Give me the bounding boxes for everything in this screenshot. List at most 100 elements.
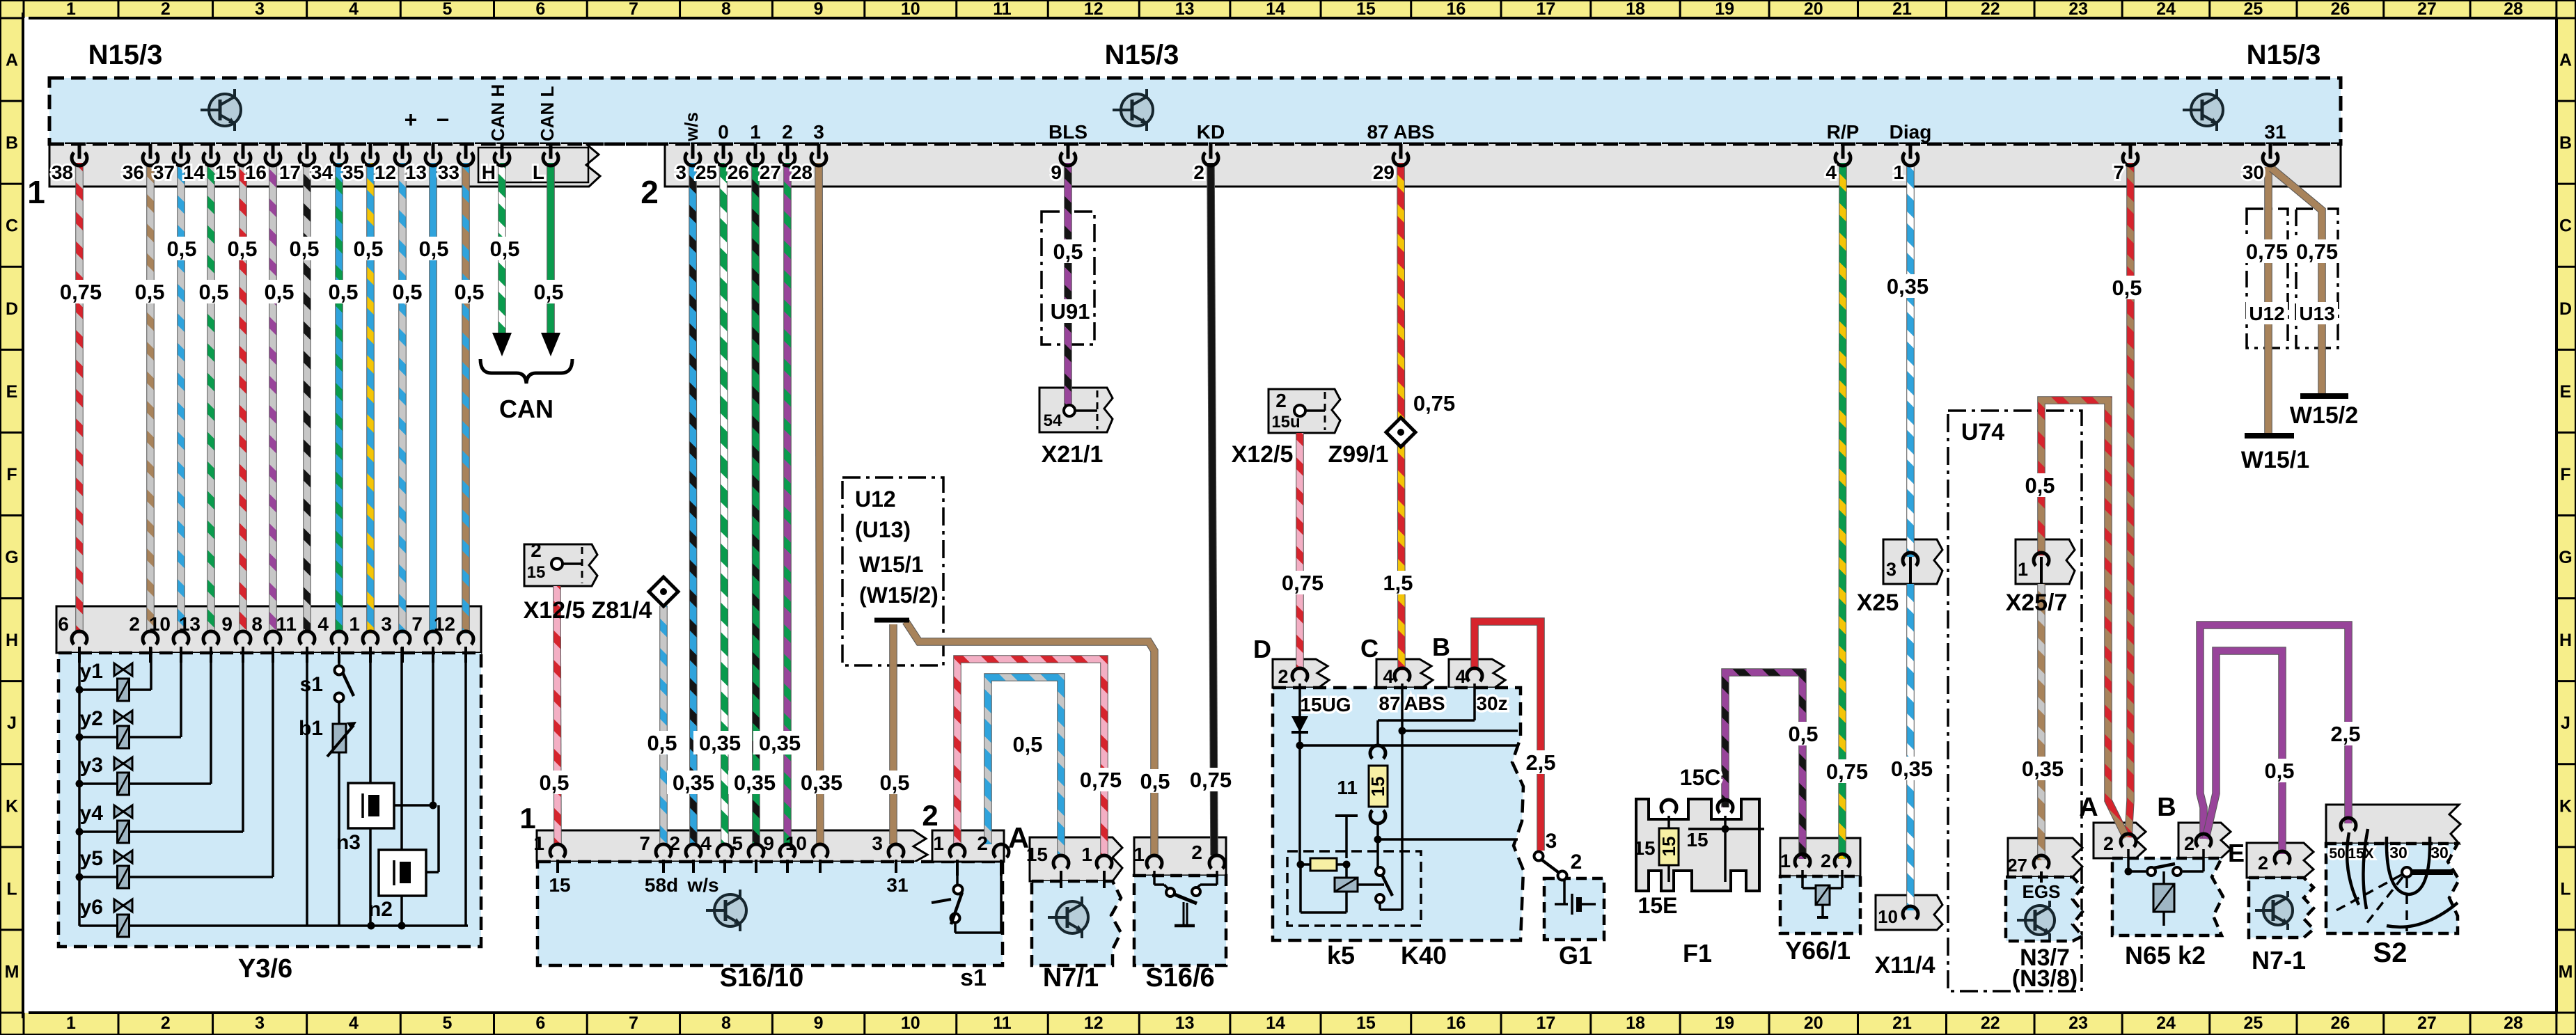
svg-text:M: M <box>2559 962 2573 981</box>
svg-text:3: 3 <box>255 0 265 19</box>
svg-text:F1: F1 <box>1683 939 1712 967</box>
svg-text:22: 22 <box>1981 0 2000 19</box>
svg-text:0,5: 0,5 <box>227 237 257 261</box>
svg-text:0,5: 0,5 <box>289 237 319 261</box>
svg-text:0,5: 0,5 <box>328 280 358 304</box>
svg-text:y5: y5 <box>80 847 103 870</box>
svg-text:31: 31 <box>2264 121 2286 143</box>
svg-text:E: E <box>6 382 18 402</box>
svg-text:0,35: 0,35 <box>759 731 801 755</box>
svg-text:10: 10 <box>1878 906 1898 927</box>
svg-text:J: J <box>7 713 17 733</box>
svg-text:0,75: 0,75 <box>1190 768 1232 792</box>
svg-text:17: 17 <box>279 161 301 183</box>
svg-text:B: B <box>2559 134 2572 153</box>
svg-text:7: 7 <box>629 1013 638 1033</box>
svg-text:24: 24 <box>2156 0 2176 19</box>
svg-text:19: 19 <box>1715 0 1734 19</box>
svg-text:8: 8 <box>721 1013 731 1033</box>
svg-text:4: 4 <box>317 613 329 635</box>
svg-text:H: H <box>482 161 496 183</box>
svg-text:4: 4 <box>349 0 359 19</box>
svg-text:0,5: 0,5 <box>647 731 677 755</box>
svg-text:15: 15 <box>1356 0 1376 19</box>
svg-text:13: 13 <box>179 613 201 635</box>
svg-text:S16/10: S16/10 <box>720 963 803 993</box>
svg-text:ABS: ABS <box>1404 693 1445 714</box>
svg-text:CAN: CAN <box>499 395 553 423</box>
svg-text:9: 9 <box>814 1013 824 1033</box>
svg-text:M: M <box>5 962 19 981</box>
svg-text:15E: 15E <box>1638 893 1678 918</box>
svg-text:2: 2 <box>1278 666 1288 687</box>
svg-text:0,75: 0,75 <box>1080 768 1122 792</box>
svg-text:5: 5 <box>732 832 743 854</box>
svg-text:6: 6 <box>58 613 69 635</box>
svg-text:X25: X25 <box>1857 590 1899 616</box>
svg-text:14: 14 <box>1266 1013 1285 1033</box>
svg-text:1: 1 <box>1133 844 1145 865</box>
svg-text:1: 1 <box>1893 161 1904 183</box>
svg-text:N15/3: N15/3 <box>2247 40 2321 70</box>
svg-text:0,75: 0,75 <box>1282 571 1324 595</box>
svg-text:N15/3: N15/3 <box>1105 40 1179 70</box>
svg-text:5: 5 <box>442 1013 452 1033</box>
svg-text:26: 26 <box>728 161 749 183</box>
svg-text:7: 7 <box>411 613 423 635</box>
svg-text:0,5: 0,5 <box>198 280 228 304</box>
svg-text:y1: y1 <box>80 660 103 683</box>
svg-text:18: 18 <box>1626 1013 1645 1033</box>
svg-text:0,5: 0,5 <box>1788 722 1818 746</box>
svg-text:28: 28 <box>791 161 812 183</box>
svg-text:2: 2 <box>2184 833 2194 854</box>
svg-text:25: 25 <box>2243 0 2263 19</box>
svg-text:2: 2 <box>782 121 793 143</box>
svg-text:1,5: 1,5 <box>1383 571 1413 595</box>
svg-text:14: 14 <box>1266 0 1285 19</box>
svg-text:0,5: 0,5 <box>539 771 569 795</box>
svg-text:23: 23 <box>2068 0 2088 19</box>
svg-text:0,75: 0,75 <box>2296 239 2338 264</box>
svg-text:17: 17 <box>1536 1013 1555 1033</box>
svg-text:2: 2 <box>1821 851 1831 871</box>
svg-text:0,35: 0,35 <box>2022 757 2064 781</box>
svg-text:w/s: w/s <box>686 874 718 896</box>
svg-text:X11/4: X11/4 <box>1875 952 1935 979</box>
svg-text:24: 24 <box>2156 1013 2176 1033</box>
svg-text:0,5: 0,5 <box>489 237 519 261</box>
svg-text:U12: U12 <box>855 487 896 512</box>
svg-text:E: E <box>2560 382 2572 402</box>
svg-text:15: 15 <box>549 874 570 896</box>
svg-text:28: 28 <box>2504 1013 2523 1033</box>
svg-text:54: 54 <box>1044 411 1062 430</box>
svg-text:15: 15 <box>1658 837 1679 857</box>
svg-text:b1: b1 <box>299 717 323 740</box>
svg-text:Z99/1: Z99/1 <box>1328 441 1389 468</box>
svg-text:17: 17 <box>1536 0 1555 19</box>
svg-text:F: F <box>2560 465 2570 484</box>
svg-text:H: H <box>2559 631 2572 650</box>
svg-text:30: 30 <box>2243 161 2264 183</box>
svg-text:5: 5 <box>442 0 452 19</box>
svg-text:15: 15 <box>1026 844 1048 865</box>
svg-text:4: 4 <box>700 832 712 854</box>
svg-text:0,5: 0,5 <box>2112 276 2142 300</box>
svg-text:13: 13 <box>405 161 427 183</box>
svg-text:G1: G1 <box>1559 941 1592 970</box>
svg-text:0,75: 0,75 <box>1413 391 1455 416</box>
svg-text:K40: K40 <box>1401 941 1447 970</box>
svg-text:N7-1: N7-1 <box>2252 946 2306 974</box>
svg-text:1: 1 <box>1081 844 1092 865</box>
svg-text:2: 2 <box>1275 390 1287 411</box>
svg-text:W15/1: W15/1 <box>859 552 923 577</box>
svg-text:0,75: 0,75 <box>60 280 102 304</box>
svg-text:0,5: 0,5 <box>533 280 563 304</box>
svg-text:0,5: 0,5 <box>1012 732 1042 757</box>
svg-text:0,5: 0,5 <box>1053 239 1083 264</box>
svg-text:KD: KD <box>1197 121 1225 143</box>
svg-text:X12/5: X12/5 <box>524 597 586 624</box>
svg-text:1: 1 <box>1780 851 1791 871</box>
svg-text:3: 3 <box>813 121 824 143</box>
svg-text:12: 12 <box>1084 0 1104 19</box>
svg-text:15X: 15X <box>2348 846 2373 862</box>
